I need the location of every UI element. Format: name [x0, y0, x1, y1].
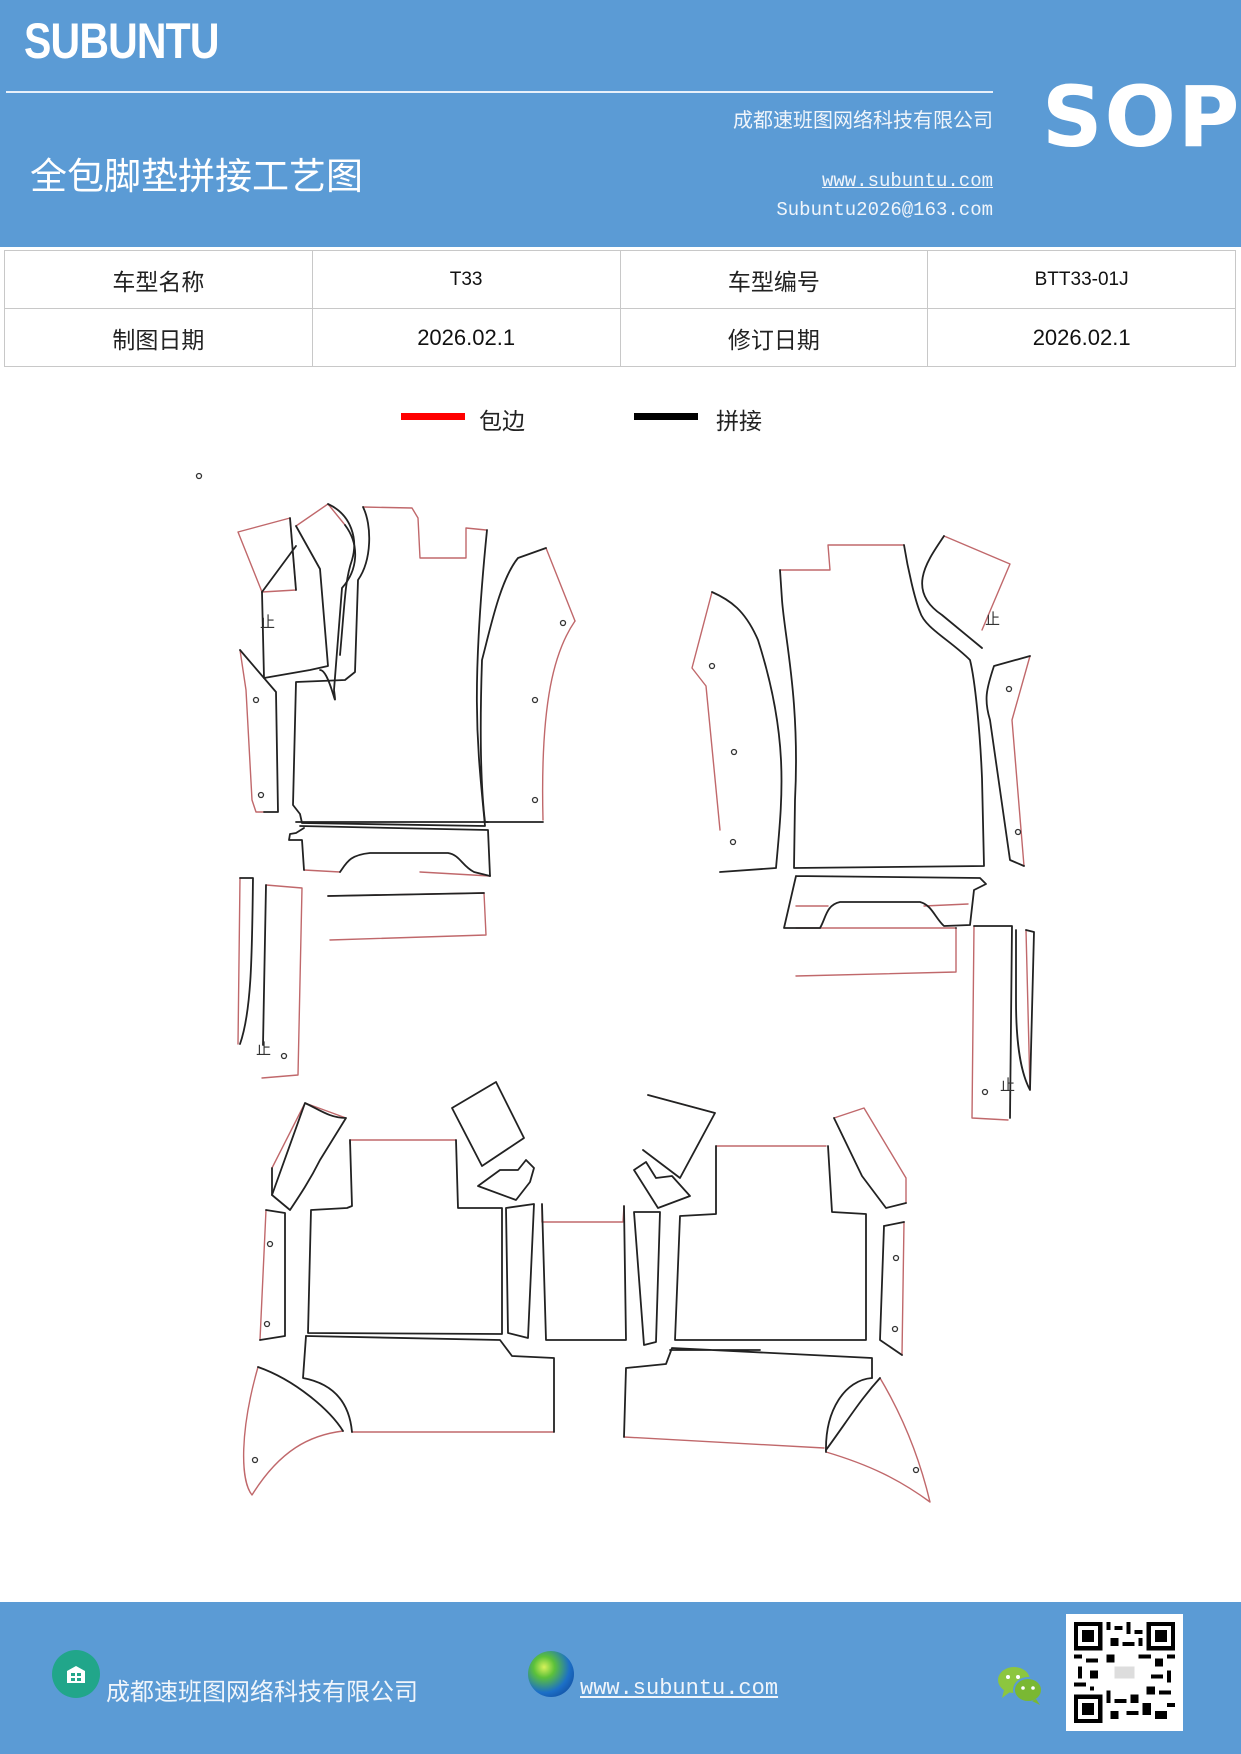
globe-icon	[528, 1651, 574, 1697]
qr-code	[1066, 1614, 1183, 1731]
model-code-value: BTT33-01J	[927, 250, 1236, 309]
info-table: 车型名称 T33 车型编号 BTT33-01J 制图日期 2026.02.1 修…	[4, 250, 1236, 367]
model-code-label: 车型编号	[619, 250, 929, 309]
footer-website-link[interactable]: www.subuntu.com	[580, 1676, 779, 1701]
email-address: Subuntu2026@163.com	[776, 199, 993, 221]
legend-item-edging: 包边	[401, 402, 525, 436]
sop-badge: SOP	[1042, 68, 1241, 166]
black-line-swatch	[634, 412, 698, 420]
table-row: 制图日期 2026.02.1 修订日期 2026.02.1	[4, 308, 1236, 367]
stop-mark-label: 止	[256, 1040, 271, 1058]
revision-date-value: 2026.02.1	[927, 308, 1236, 367]
website-link[interactable]: www.subuntu.com	[821, 170, 993, 192]
draw-date-value: 2026.02.1	[311, 308, 621, 367]
header-divider	[6, 91, 993, 93]
page-title: 全包脚垫拼接工艺图	[30, 155, 363, 198]
table-row: 车型名称 T33 车型编号 BTT33-01J	[4, 250, 1236, 309]
wechat-icon	[996, 1664, 1044, 1706]
red-line-swatch	[401, 412, 465, 420]
building-icon	[52, 1650, 100, 1698]
stop-mark-label: 止	[1000, 1076, 1015, 1094]
company-name: 成都速班图网络科技有限公司	[733, 108, 993, 132]
floor-mat-pattern-drawing: 止 止 止 止	[0, 440, 1241, 1520]
legend: 包边 拼接	[0, 402, 1241, 442]
revision-date-label: 修订日期	[619, 308, 929, 367]
draw-date-label: 制图日期	[4, 308, 313, 367]
stop-mark-label: 止	[260, 613, 275, 631]
legend-item-seam: 拼接	[634, 402, 762, 436]
legend-label: 包边	[479, 409, 525, 435]
footer-banner: 成都速班图网络科技有限公司 www.subuntu.com	[0, 1602, 1241, 1754]
edging-lines	[237, 503, 1031, 1503]
stop-mark-label: 止	[985, 610, 1000, 628]
legend-label: 拼接	[716, 409, 762, 435]
model-name-label: 车型名称	[4, 250, 313, 309]
footer-company-name: 成都速班图网络科技有限公司	[106, 1678, 418, 1706]
stop-marks: 止 止 止 止	[256, 610, 1015, 1094]
mounting-holes	[195, 472, 1022, 1474]
brand-logo: SUBUNTU	[24, 13, 220, 69]
model-name-value: T33	[311, 250, 621, 309]
header-banner: SUBUNTU 全包脚垫拼接工艺图 成都速班图网络科技有限公司 www.subu…	[0, 0, 1241, 247]
seam-lines	[239, 503, 1035, 1453]
